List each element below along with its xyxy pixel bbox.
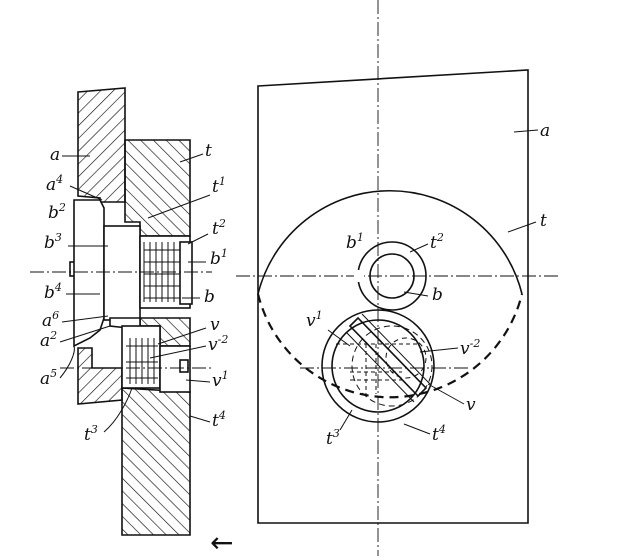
disc-t-upper-arc (257, 189, 523, 295)
label-b-right: b (432, 285, 443, 305)
label-a5: a5 (40, 367, 57, 389)
section-labels: a t a4 t1 b2 t2 b3 b1 b4 b a6 v a2 v-2 a… (40, 141, 229, 445)
label-t2-right: t2 (430, 231, 444, 253)
plate-a-outline (257, 69, 529, 524)
label-b1-left: b1 (210, 247, 228, 269)
label-t3-left: t3 (84, 423, 98, 445)
body-t-section-lower (121, 387, 191, 536)
label-a2: a2 (40, 329, 57, 351)
plate-a-section-lower (77, 347, 123, 405)
ring-v-inner (331, 319, 425, 413)
ring-v-hidden (351, 325, 433, 407)
label-v2-left: v-2 (208, 333, 228, 355)
label-t4-left: t4 (212, 409, 226, 431)
ring-b-inner (369, 253, 415, 299)
label-t1: t1 (212, 175, 226, 197)
label-v1-left: v1 (212, 369, 229, 391)
front-labels: a t b1 t2 b v1 v-2 v t3 t4 (306, 121, 550, 449)
ring-v-core-hidden (385, 337, 427, 379)
label-b3: b3 (44, 231, 62, 253)
spring-b1-end (179, 241, 193, 305)
section-view (30, 87, 212, 536)
label-t3-right: t3 (326, 427, 340, 449)
slot-bar (348, 316, 428, 398)
label-t2-left: t2 (212, 217, 226, 239)
ring-v-outer (321, 309, 435, 423)
plate-a-section (77, 87, 126, 203)
label-v-left: v (210, 315, 220, 335)
label-a-left: a (50, 145, 60, 165)
spindle-b3 (103, 225, 141, 321)
rotor-slot (179, 359, 189, 373)
label-a6: a6 (42, 309, 59, 331)
label-b-left: b (204, 287, 215, 307)
direction-arrow: ← (210, 526, 233, 559)
label-t-left: t (205, 141, 212, 161)
disc-t-lower-arc (256, 293, 524, 399)
label-t4-right: t4 (432, 423, 446, 445)
front-view (236, 0, 560, 556)
label-b4: b4 (44, 281, 62, 303)
label-v1-right: v1 (306, 309, 323, 331)
rotor-v-coils (126, 338, 158, 384)
label-v2-right: v-2 (460, 337, 480, 359)
label-b1-right: b1 (346, 231, 364, 253)
label-t-right: t (540, 211, 547, 231)
label-v-right: v (466, 395, 476, 415)
label-a-right: a (540, 121, 550, 141)
knob-b2 (73, 199, 105, 348)
body-t-section (124, 139, 191, 237)
label-b2: b2 (48, 201, 66, 223)
label-a4: a4 (46, 173, 63, 195)
